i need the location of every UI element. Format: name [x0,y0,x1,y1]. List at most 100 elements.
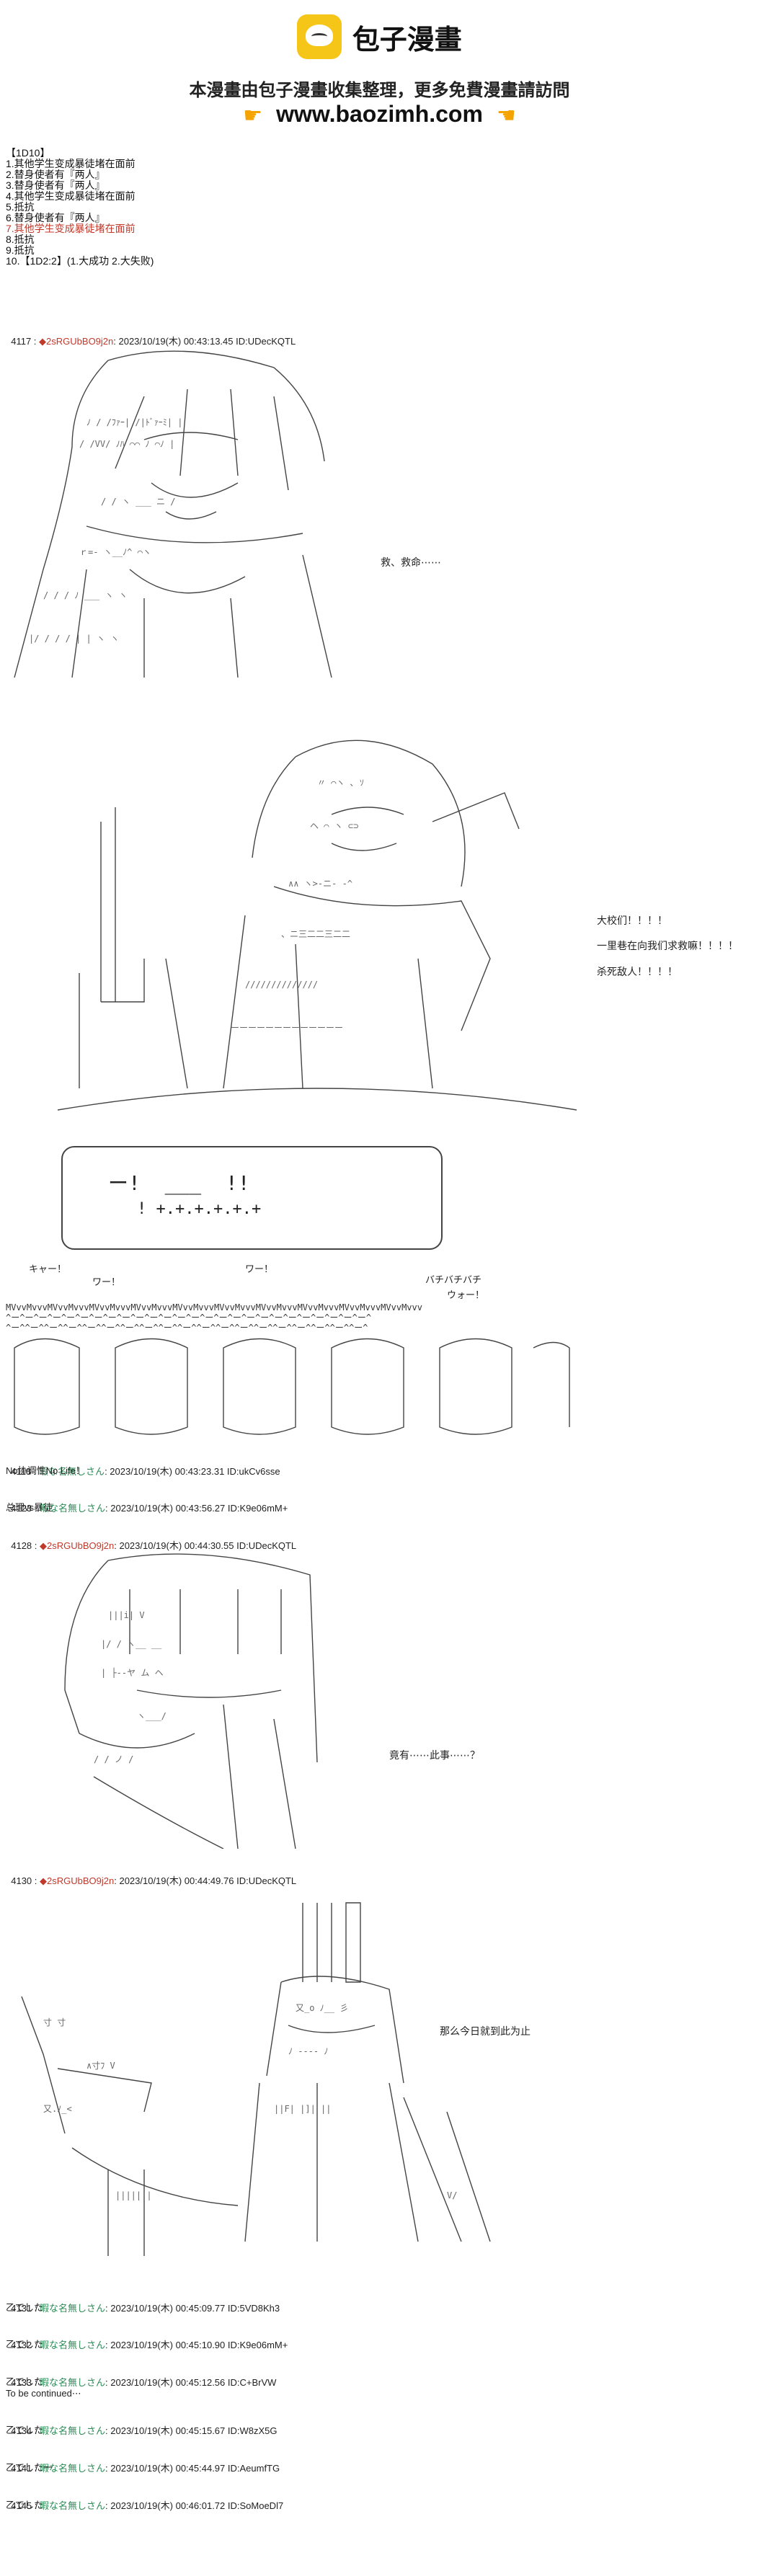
post-header: 4130 : ◆2sRGUbBO9j2n: 2023/10/19(木) 00:4… [6,1862,296,1887]
post-header: 4133 : 暇な名無しさん: 2023/10/19(木) 00:45:12.5… [6,2364,276,2389]
menu-line: 9.抵抗 [6,244,35,256]
pointing-hand-icon: ☛ [243,104,263,128]
post-meta: : 2023/10/19(木) 00:45:10.90 ID:K9e06mM+ [105,2340,288,2350]
post-number: 4131 : [11,2303,37,2314]
post-meta: : 2023/10/19(木) 00:43:56.27 ID:K9e06mM+ [105,1503,288,1514]
svg-text:∧∧ ヽ>-ニ- -^: ∧∧ ヽ>-ニ- -^ [288,879,352,889]
post-number: 4145 : [11,2500,37,2511]
post-trip[interactable]: 暇な名無しさん [40,1503,106,1514]
post-number: 4118 : [11,1466,37,1477]
menu-line: 4.其他学生变成暴徒堵在面前 [6,190,136,202]
post-body: 乙でした [6,2500,44,2510]
post-meta: : 2023/10/19(木) 00:45:15.67 ID:W8zX5G [105,2425,278,2436]
svg-text:/ / / ﾉ ___ ヽ ヽ: / / / ﾉ ___ ヽ ヽ [43,590,128,600]
dialog-text: 那么今日就到此为止 [440,2025,531,2037]
post-meta: : 2023/10/19(木) 00:44:49.76 ID:UDecKQTL [114,1875,297,1886]
post-number: 4123 : [11,1503,37,1514]
dialog-text: 救、救命⋯⋯ [381,556,441,568]
svg-text:又.ﾉ_<: 又.ﾉ_< [43,2104,72,2114]
svg-text:/ / ヽ ___ ニ /: / / ヽ ___ ニ / [101,497,175,507]
svg-text:ｒ=- ヽ__ﾉ^ ⌒ヽ: ｒ=- ヽ__ﾉ^ ⌒ヽ [79,547,151,557]
ascii-art-crowd-heads [0,1333,577,1449]
svg-text:、ニ三二二三二二: 、ニ三二二三二二 [281,929,350,939]
post-number: 4128 : [11,1540,37,1551]
menu-line: 3.替身使者有『两人』 [6,179,105,191]
post-number: 4134 : [11,2425,37,2436]
site-url-link[interactable]: www.baozimh.com [276,101,483,127]
post-trip[interactable]: 暇な名無しさん [40,2303,106,2314]
sfx-scroll-dots: ! +.+.+.+.+.+ [137,1200,262,1218]
menu-line: 8.抵抗 [6,234,35,245]
post-trip[interactable]: ◆2sRGUbBO9j2n [39,336,114,347]
dialog-text: 杀死敌人！！！！ [597,966,678,977]
svg-text:ﾉ / /ﾌｧｰ| /|ﾄﾞｧｰﾐ| |: ﾉ / /ﾌｧｰ| /|ﾄﾞｧｰﾐ| | [86,417,182,427]
post-body: 乙でした [6,2425,44,2435]
post-header: 4128 : ◆2sRGUbBO9j2n: 2023/10/19(木) 00:4… [6,1527,296,1552]
logo-text: 包子漫畫 [352,25,462,55]
post-trip[interactable]: ◆2sRGUbBO9j2n [40,1540,115,1551]
sfx-scroll-text: ー! ___ !! [108,1171,250,1195]
post-trip[interactable]: 暇な名無しさん [40,2463,106,2474]
crowd-row: ^ー^^ー^^ー^^ー^^ー^^ー^^ー^^ー^^ー^^ー^^ー^^ー^^ー^^… [6,1323,368,1333]
menu-line-highlighted: 7.其他学生变成暴徒堵在面前 [6,223,136,234]
logo-row: 包子漫畫 [0,14,759,59]
post-trip[interactable]: 暇な名無しさん [40,2425,106,2436]
svg-text:|/ / / / | | ヽ ヽ: |/ / / / | | ヽ ヽ [29,634,119,644]
post-body: 乙でした一 [6,2462,53,2473]
menu-line: 5.抵抗 [6,201,35,213]
post-header: 4132 : 暇な名無しさん: 2023/10/19(木) 00:45:10.9… [6,2327,288,2351]
bun-logo-icon [297,14,342,59]
svg-text:ﾉ ---- ﾉ: ﾉ ---- ﾉ [288,2046,328,2056]
svg-text:||F| |]| ||: ||F| |]| || [274,2104,331,2114]
menu-line: 10.【1D2:2】(1.大成功 2.大失败) [6,255,154,267]
crowd-row: ^ー^ー^ー^ー^ー^ー^ー^ー^ー^ー^ー^ー^ー^ー^ー^ー^ー^ー^ー^ー… [6,1313,372,1323]
post-number: 4117 : [11,336,37,347]
svg-text:|||i| V: |||i| V [108,1610,145,1620]
post-header: 4145 : 暇な名無しさん: 2023/10/19(木) 00:46:01.7… [6,2487,283,2512]
sfx-text: ウォー！ [447,1289,485,1300]
menu-line: 2.替身使者有『两人』 [6,169,105,180]
ascii-art-girl-crying: ﾉ / /ﾌｧｰ| /|ﾄﾞｧｰﾐ| | / /VV/ ﾉﾊ ⌒⌒ ﾉ ⌒ﾉ |… [0,339,346,685]
svg-text:ヽ___/: ヽ___/ [137,1711,167,1721]
svg-text:ヘ ⌒ ヽ ⊂⊃: ヘ ⌒ ヽ ⊂⊃ [310,821,358,831]
post-body: No协调性No Life！ [6,1465,85,1476]
svg-text:/ / ノ /: / / ノ / [94,1754,133,1764]
sfx-text: ワー！ [245,1263,274,1274]
post-body: 乙でした [6,2339,44,2350]
dialog-text: 大校们！！！！ [597,915,667,926]
menu-line: 6.替身使者有『两人』 [6,212,105,223]
svg-text:/ /VV/ ﾉﾊ ⌒⌒ ﾉ ⌒ﾉ |: / /VV/ ﾉﾊ ⌒⌒ ﾉ ⌒ﾉ | [79,439,174,449]
dialog-text: 竟有⋯⋯此事⋯⋯？ [389,1749,480,1761]
dice-menu: 【1D10】 1.其他学生变成暴徒堵在面前 2.替身使者有『两人』 3.替身使者… [6,148,755,267]
post-trip[interactable]: 暇な名無しさん [40,2377,106,2388]
svg-text:寸 寸: 寸 寸 [43,2017,66,2028]
post-header: 4123 : 暇な名無しさん: 2023/10/19(木) 00:43:56.2… [6,1490,288,1514]
post-header: 4118 : 暇な名無しさん: 2023/10/19(木) 00:43:23.3… [6,1453,280,1478]
post-trip[interactable]: ◆2sRGUbBO9j2n [40,1875,115,1886]
svg-text:ーーーーーーーーーーーーー: ーーーーーーーーーーーーー [231,1023,343,1033]
pointing-hand-icon: ☚ [496,104,516,128]
svg-text:∧寸ﾌ V: ∧寸ﾌ V [86,2061,115,2071]
post-header: 4117 : ◆2sRGUbBO9j2n: 2023/10/19(木) 00:4… [6,323,296,347]
post-meta: : 2023/10/19(木) 00:43:13.45 ID:UDecKQTL [113,336,296,347]
ascii-art-duo-scene: 又_o ﾉ__ 彡 ﾉ ---- ﾉ ||F| |]| || 寸 寸 ∧寸ﾌ V… [0,1896,519,2270]
post-trip[interactable]: 暇な名無しさん [39,1466,105,1477]
ascii-art-crowd-scene: 〃 ⌒ヽ ､ ｿ ヘ ⌒ ヽ ⊂⊃ ∧∧ ヽ>-ニ- -^ 、ニ三二二三二二 /… [58,728,577,1117]
post-trip[interactable]: 暇な名無しさん [40,2500,106,2511]
post-meta: : 2023/10/19(木) 00:44:30.55 ID:UDecKQTL [114,1540,297,1551]
post-number: 4132 : [11,2340,37,2350]
svg-text:|||||||: ||||||| [115,2190,152,2200]
svg-text:V/: V/ [447,2190,457,2200]
dialog-text: 一里巷在向我们求救嘛！！！！ [597,940,738,951]
post-header: 4131 : 暇な名無しさん: 2023/10/19(木) 00:45:09.7… [6,2290,280,2314]
post-header: 4134 : 暇な名無しさん: 2023/10/19(木) 00:45:15.6… [6,2412,278,2437]
sfx-text: ワー！ [92,1276,121,1287]
post-meta: : 2023/10/19(木) 00:43:23.31 ID:ukCv6sse [105,1466,280,1477]
post-number: 4133 : [11,2377,37,2388]
post-meta: : 2023/10/19(木) 00:45:09.77 ID:5VD8Kh3 [105,2303,280,2314]
banner-url-line[interactable]: ☛ www.baozimh.com ☚ [0,101,759,128]
post-trip[interactable]: 暇な名無しさん [40,2340,106,2350]
svg-text:| ├--ヤ ム ヘ: | ├--ヤ ム ヘ [101,1667,164,1678]
ascii-art-man-hand-face: |||i| V |/ / ヽ__ __ | ├--ヤ ム ヘ ヽ___/ / /… [22,1546,368,1849]
svg-text:|/ / ヽ__ __: |/ / ヽ__ __ [101,1639,162,1649]
